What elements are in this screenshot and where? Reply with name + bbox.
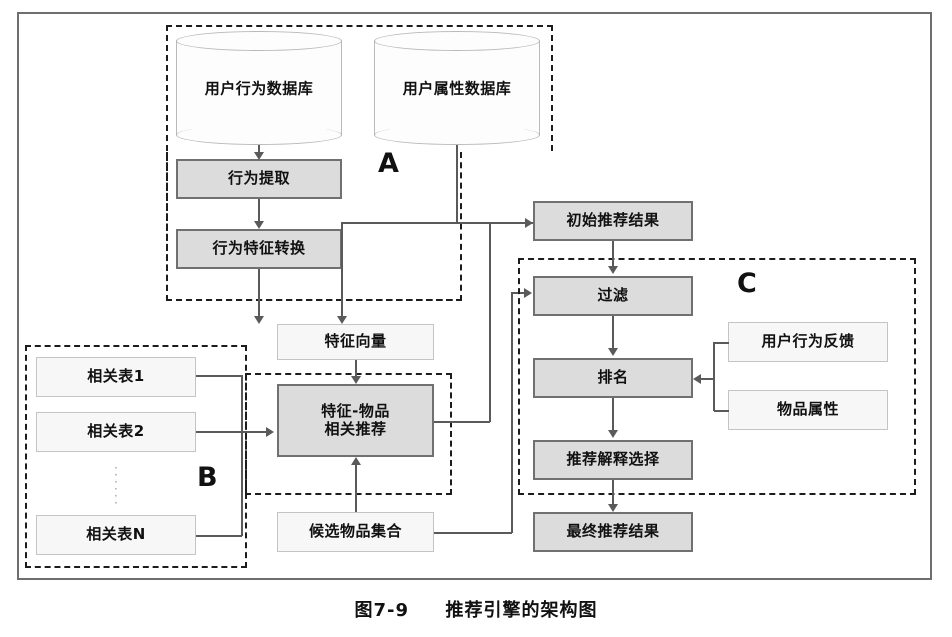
node-filter: 过滤: [533, 276, 693, 316]
arrowhead-transform-to-feature-vector: [254, 316, 264, 324]
connector-candidate-right: [434, 532, 512, 534]
database-user-behavior: 用户行为数据库: [176, 31, 342, 145]
cylinder-bottom: [176, 125, 342, 145]
arrowhead-explanation-to-final: [608, 504, 618, 512]
cylinder-top: [374, 31, 540, 51]
connector-db-to-extract: [258, 145, 260, 154]
connector-corr2-out: [196, 431, 268, 433]
connector-filter-to-ranking: [612, 316, 614, 350]
connector-extract-to-transform: [258, 199, 260, 222]
region-a-notch-edge: [166, 152, 462, 301]
region-b-label: B: [197, 462, 218, 493]
arrowhead-ranking-to-explanation: [608, 430, 618, 438]
region-a-label: A: [378, 148, 399, 179]
connector-rec-right: [434, 421, 490, 423]
connector-corr1-out: [196, 375, 242, 377]
arrowhead-attrdb-to-initial: [525, 218, 533, 228]
node-corr-table-2: 相关表2: [36, 412, 196, 452]
arrowhead-filter-to-ranking: [608, 348, 618, 356]
cylinder-top: [176, 31, 342, 51]
arrowhead-attrdb-branch: [337, 316, 347, 324]
arrowhead-db-to-extract: [254, 152, 264, 160]
arrowhead-featurevector-to-rec: [351, 376, 361, 384]
database-user-attribute-label: 用户属性数据库: [402, 79, 512, 98]
arrowhead-b-to-rec: [266, 427, 274, 437]
connector-attrdb-down: [456, 145, 458, 223]
node-corr-table-n: 相关表N: [36, 515, 196, 555]
connector-corrn-out: [196, 535, 242, 537]
figure-caption-number: 图7-9: [354, 600, 409, 621]
node-candidate-item-set: 候选物品集合: [277, 512, 434, 552]
node-feature-item-rec: 特征-物品 相关推荐: [277, 384, 434, 457]
connector-rec-up: [489, 222, 491, 422]
region-b-boundary: [25, 345, 247, 568]
node-initial-result: 初始推荐结果: [533, 201, 693, 241]
region-c-boundary: [518, 258, 916, 495]
node-final-result: 最终推荐结果: [533, 512, 693, 552]
database-user-behavior-label: 用户行为数据库: [204, 79, 314, 98]
arrowhead-extract-to-transform: [254, 221, 264, 229]
connector-transform-to-feature-vector: [258, 269, 260, 320]
node-behavior-extract: 行为提取: [176, 159, 342, 199]
cylinder-body: [374, 40, 540, 136]
ellipsis-corr-tables: ······: [114, 461, 118, 510]
node-ranking: 排名: [533, 358, 693, 398]
connector-attrdb-branch-down: [341, 222, 343, 320]
arrowhead-bus-to-ranking: [693, 374, 701, 384]
connector-bus-to-ranking: [700, 378, 714, 380]
node-feature-item-rec-line1: 特征-物品: [321, 401, 390, 420]
node-user-behavior-feedback: 用户行为反馈: [728, 322, 888, 362]
connector-explanation-to-final: [612, 480, 614, 506]
node-corr-table-1: 相关表1: [36, 357, 196, 397]
node-behavior-feature-transform: 行为特征转换: [176, 229, 342, 269]
connector-attrdb-right: [341, 222, 533, 224]
arrowhead-initial-to-filter: [608, 266, 618, 274]
connector-feedback-bus: [713, 342, 715, 411]
database-user-attribute: 用户属性数据库: [374, 31, 540, 145]
connector-candidate-to-rec: [355, 463, 357, 512]
figure-caption: 图7-9 推荐引擎的架构图: [0, 596, 952, 622]
connector-initial-to-filter: [612, 241, 614, 268]
region-c-label: C: [737, 268, 757, 299]
connector-candidate-up: [511, 292, 513, 533]
connector-feedback-left: [714, 342, 729, 344]
cylinder-body: [176, 40, 342, 136]
cylinder-bottom: [374, 125, 540, 145]
node-explanation-select: 推荐解释选择: [533, 440, 693, 480]
arrowhead-candidate-to-rec: [351, 457, 361, 465]
connector-featurevector-to-rec: [355, 360, 357, 377]
connector-ranking-to-explanation: [612, 398, 614, 432]
connector-b-bus: [241, 375, 243, 536]
node-item-attribute: 物品属性: [728, 390, 888, 430]
node-feature-vector: 特征向量: [277, 324, 434, 360]
arrowhead-candidate-to-filter: [524, 288, 532, 298]
node-feature-item-rec-line2: 相关推荐: [324, 419, 387, 438]
figure-caption-title: 推荐引擎的架构图: [445, 600, 598, 621]
connector-attribute-left: [714, 410, 729, 412]
